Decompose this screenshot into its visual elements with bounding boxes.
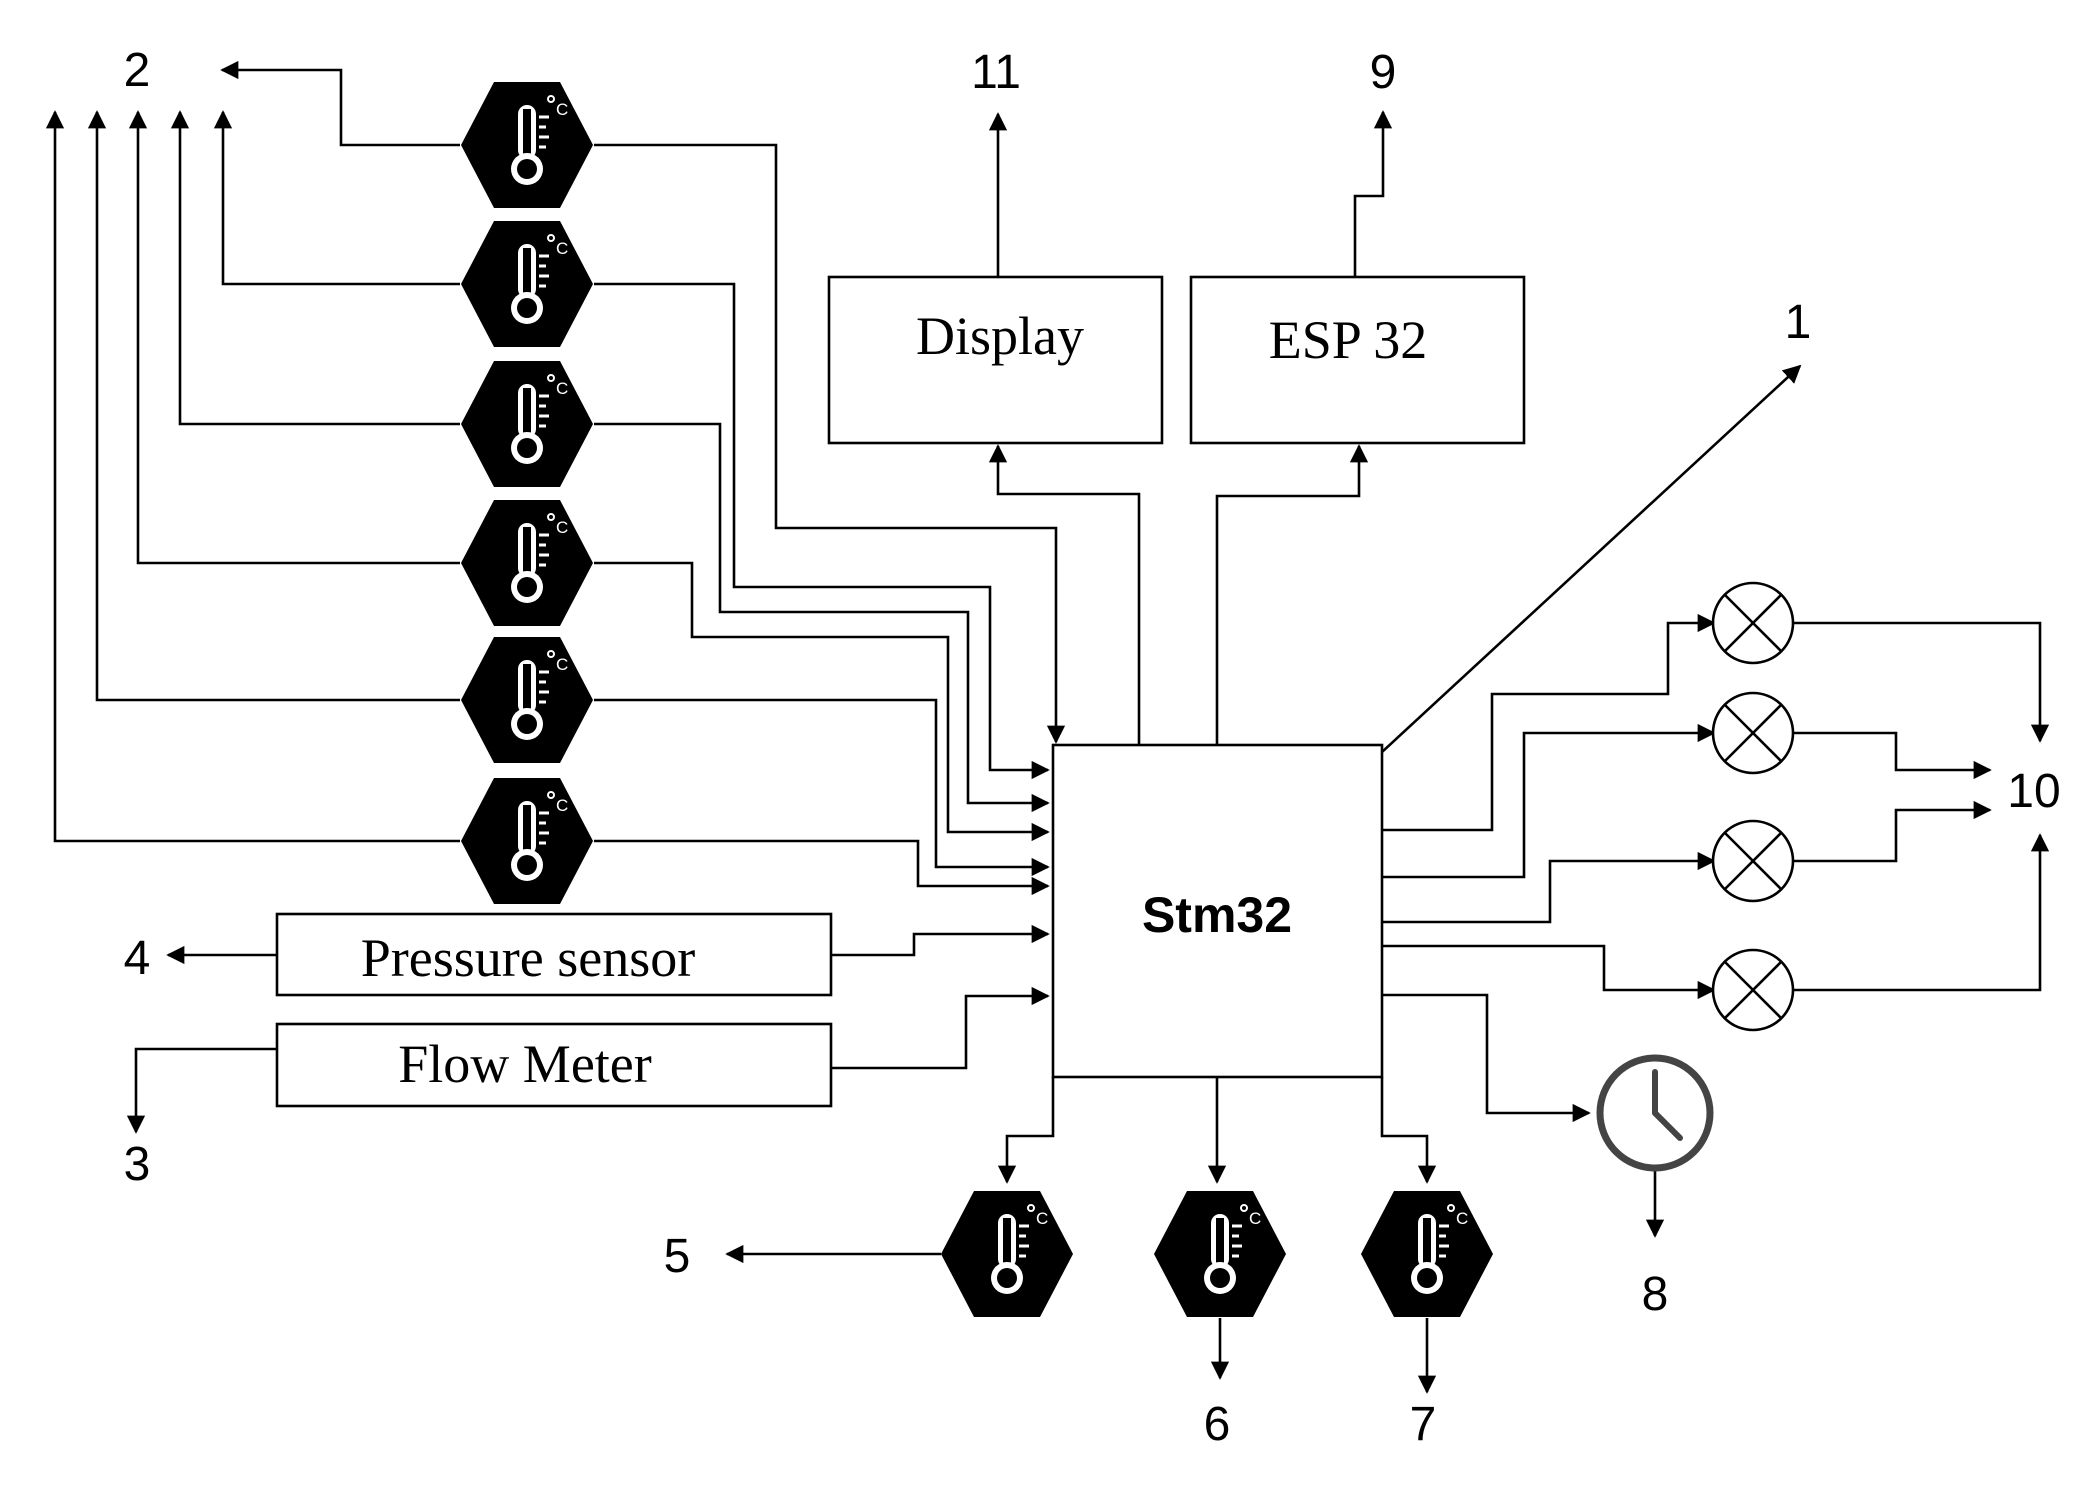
callout-4: 4 [124,932,151,985]
callout-numbers: 1 2 3 4 5 6 7 8 9 10 11 [124,44,2061,1451]
wires [45,60,2050,1394]
wire-sensor6-up [45,110,460,843]
callout-6: 6 [1204,1398,1231,1451]
display-block: Display [827,275,1164,445]
wire-esp-to-9 [1353,110,1393,277]
callout-9: 9 [1370,46,1397,99]
display-label: Display [916,306,1084,366]
esp32-block: ESP 32 [1189,275,1526,445]
wire-pressure-to-mcu [831,924,1050,957]
wire-lamp1-to-10 [1792,621,2050,743]
wire-mcu-to-esp [1215,444,1369,745]
lamp-x-icon [1711,819,1795,903]
wire-lamp3-to-10 [1792,800,1992,863]
wire-sensor3-up [170,110,460,426]
wire-sensor2-to-mcu [594,282,1050,780]
callout-5: 5 [664,1230,691,1283]
wire-lamp4-to-10 [1792,833,2050,992]
wire-sensor1-to-mcu [594,143,1066,744]
thermometer-icon [1359,1189,1495,1319]
callout-11: 11 [971,46,1021,99]
callout-3: 3 [124,1138,151,1191]
wire-mcu-to-lamp2 [1382,723,1716,879]
callout-2: 2 [124,44,151,97]
thermometer-icon [939,1189,1075,1319]
wire-mcu-to-lamp3 [1382,851,1716,924]
wire-mcu-to-clock [1382,993,1591,1123]
wire-sensor2-up [213,110,460,286]
thermometer-icon [459,635,595,765]
wire-mcu-to-sensor-b3 [1380,1077,1437,1184]
wire-mcu-to-sensor-b1 [997,1077,1055,1184]
wire-flow-to-mcu [831,986,1050,1070]
thermometer-icon [459,359,595,489]
thermometer-icon [459,498,595,628]
clock-icon [1596,1054,1714,1172]
wire-flow-to-3 [126,1047,277,1134]
wire-mcu-to-display [988,444,1141,745]
wire-lamp2-to-10 [1792,731,1992,780]
thermometer-icon [459,219,595,349]
wire-mcu-to-lamp1 [1382,613,1716,832]
pressure-sensor-label: Pressure sensor [361,928,695,988]
wire-mcu-to-lamp4 [1382,944,1716,1000]
wire-sensor4-up [128,110,460,565]
callout-8: 8 [1642,1268,1669,1321]
wire-sensor1-to-2 [220,60,460,147]
thermometer-icon [459,776,595,906]
wire-sensor4-to-mcu [594,561,1050,842]
mcu-label: Stm32 [1142,887,1292,943]
wire-sensor3-to-mcu [594,422,1050,813]
wire-sensor6-to-mcu [594,839,1050,896]
lamp-x-icon [1711,691,1795,775]
pressure-sensor-block: Pressure sensor [275,912,833,997]
lamp-x-icon [1711,948,1795,1032]
wire-sensor5-to-mcu [594,698,1050,877]
callout-7: 7 [1410,1398,1437,1451]
callout-10: 10 [2007,765,2060,818]
lamp-x-icon [1711,581,1795,665]
callout-1: 1 [1785,296,1812,349]
wire-to-1 [1329,364,1802,801]
esp32-label: ESP 32 [1269,310,1428,370]
flow-meter-block: Flow Meter [275,1022,833,1108]
flow-meter-label: Flow Meter [398,1034,651,1094]
mcu-block: Stm32 [1051,743,1384,1079]
thermometer-icon [459,80,595,210]
thermometer-icon [1152,1189,1288,1319]
wire-sensor5-up [87,110,460,702]
